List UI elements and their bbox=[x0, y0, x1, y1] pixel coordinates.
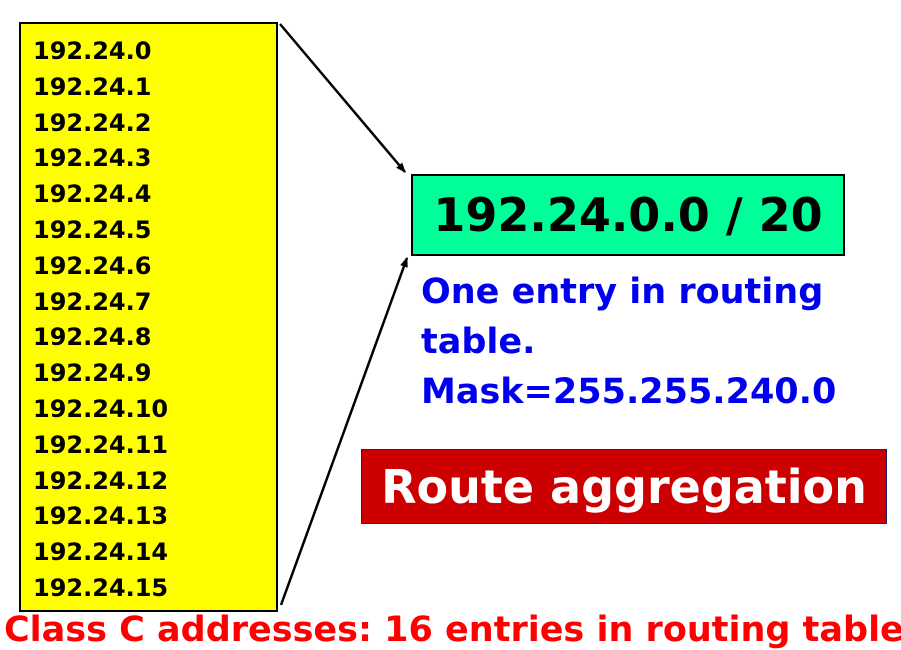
route-aggregation-label: Route aggregation bbox=[361, 449, 887, 524]
network-item: 192.24.1 bbox=[33, 72, 152, 101]
note-line-2: table. bbox=[421, 322, 536, 362]
network-item: 192.24.10 bbox=[33, 394, 169, 423]
network-item: 192.24.6 bbox=[33, 251, 152, 280]
network-item: 192.24.9 bbox=[33, 359, 152, 388]
network-item: 192.24.15 bbox=[33, 573, 169, 602]
network-item: 192.24.12 bbox=[33, 466, 169, 495]
note-line-1: One entry in routing bbox=[421, 272, 824, 312]
arrows-layer bbox=[279, 23, 409, 606]
network-item: 192.24.13 bbox=[33, 502, 169, 531]
note-line-3: Mask=255.255.240.0 bbox=[421, 372, 837, 412]
network-item: 192.24.3 bbox=[33, 144, 152, 173]
routing-note: One entry in routing table. Mask=255.255… bbox=[421, 267, 836, 417]
bottom-caption: Class C addresses: 16 entries in routing… bbox=[4, 610, 901, 650]
top-arrow bbox=[279, 23, 406, 173]
network-item: 192.24.11 bbox=[33, 430, 169, 459]
network-item: 192.24.0 bbox=[33, 37, 152, 65]
network-item: 192.24.7 bbox=[33, 287, 152, 316]
network-item: 192.24.5 bbox=[33, 215, 152, 244]
bottom-arrow bbox=[279, 257, 409, 606]
network-item: 192.24.8 bbox=[33, 323, 152, 352]
network-list: 192.24.0 192.24.1 192.24.2 192.24.3 192.… bbox=[19, 22, 278, 612]
aggregate-prefix-box: 192.24.0.0 / 20 bbox=[411, 174, 845, 256]
network-item: 192.24.14 bbox=[33, 538, 169, 567]
network-item: 192.24.4 bbox=[33, 180, 152, 209]
network-item: 192.24.2 bbox=[33, 108, 152, 137]
